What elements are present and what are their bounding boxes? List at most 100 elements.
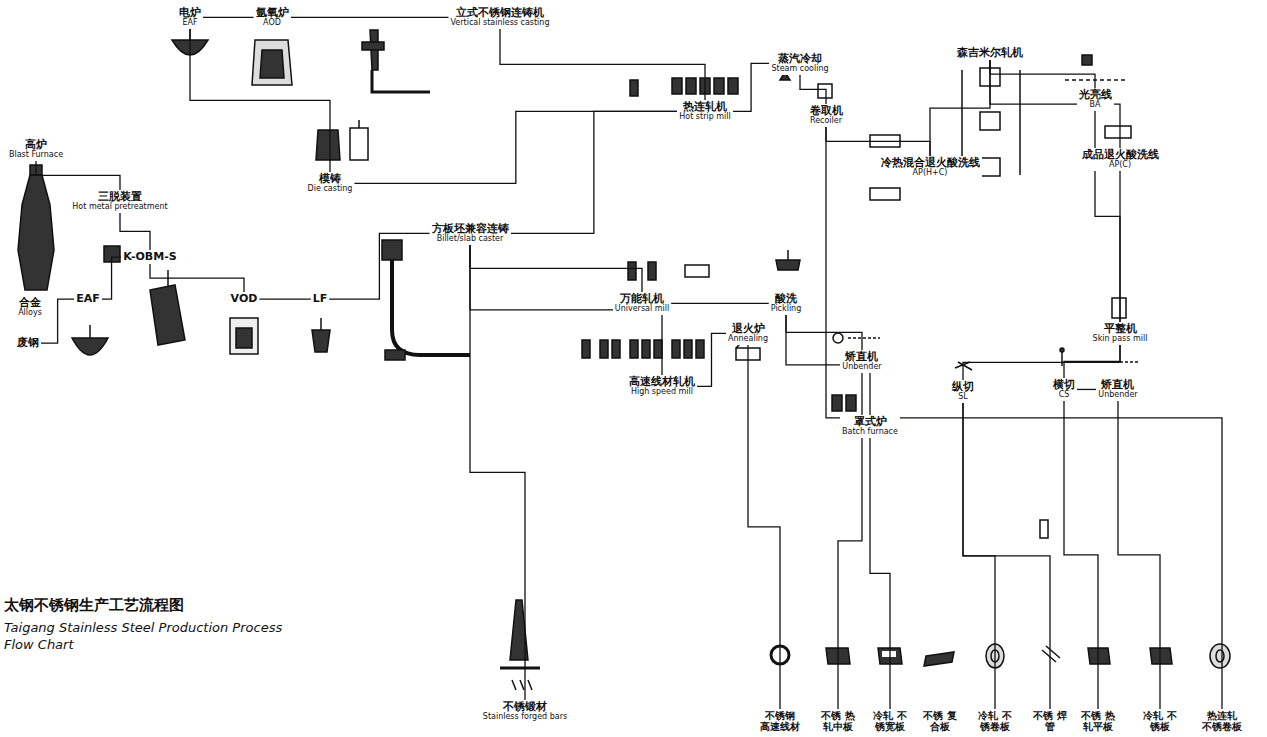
english-label: Batch furnace <box>842 428 898 437</box>
label-text: 高速线材轧机 <box>629 376 695 388</box>
english-label: Billet/slab caster <box>432 235 509 244</box>
english-label: Alloys <box>18 309 42 318</box>
process-line <box>150 264 244 292</box>
equipment-label: 横切CS <box>1051 378 1077 401</box>
label-text: 不锈 热轧平板 <box>1077 710 1120 732</box>
english-label: Hot metal pretreatment <box>72 203 167 212</box>
equipment-label: 冷热混合退火酸洗线AP(H+C) <box>879 156 982 179</box>
equipment-label: 氩氧炉AOD <box>254 6 291 29</box>
process-line <box>203 17 254 18</box>
english-label: Blast Furnace <box>9 151 63 160</box>
process-line <box>511 111 678 233</box>
equipment-label: 高炉Blast Furnace <box>7 138 65 161</box>
equipment-label: 热连轧机Hot strip mill <box>677 100 733 123</box>
process-line <box>291 17 449 18</box>
process-line <box>1118 401 1160 709</box>
process-line <box>102 257 122 299</box>
label-text: K-OBM-S <box>123 251 176 263</box>
process-line <box>671 303 769 304</box>
label-text: 森吉米尔轧机 <box>957 47 1023 59</box>
process-line <box>500 29 705 100</box>
product-label: 不锈 热轧中板 <box>815 709 862 733</box>
english-label: Unbender <box>842 363 881 372</box>
label-text: 蒸汽冷却 <box>771 53 828 65</box>
label-text: 酸洗 <box>771 293 802 305</box>
label-text: 成品退火酸洗线 <box>1082 149 1159 161</box>
equipment-label: 方板坯兼容连铸Billet/slab caster <box>430 222 511 245</box>
equipment-label: VOD <box>229 292 260 306</box>
process-line <box>963 345 1120 380</box>
process-line <box>826 127 930 156</box>
label-text: 冷热混合退火酸洗线 <box>881 157 980 169</box>
equipment-label: 卷取机Recoiler <box>808 104 845 127</box>
label-text: 罩式炉 <box>842 416 898 428</box>
label-text: 氩氧炉 <box>256 7 289 19</box>
process-line <box>748 345 780 709</box>
label-text: 万能轧机 <box>615 293 669 305</box>
english-label: CS <box>1053 391 1075 400</box>
process-line <box>259 298 310 299</box>
process-line <box>470 245 642 292</box>
process-line <box>1077 389 1096 390</box>
label-text: 退火炉 <box>728 323 768 335</box>
process-line <box>930 60 990 156</box>
label-text: 矫直机 <box>1098 379 1137 391</box>
equipment-label: 成品退火酸洗线AP(C) <box>1080 148 1161 171</box>
equipment-label: EAF <box>74 292 102 306</box>
equipment-label: 蒸汽冷却Steam cooling <box>769 52 830 75</box>
english-label: EAF <box>179 19 201 28</box>
english-label: High speed mill <box>629 388 695 397</box>
process-line <box>870 438 890 709</box>
process-line <box>329 233 429 299</box>
english-label: SL <box>952 393 974 402</box>
equipment-label: 光亮线BA <box>1077 88 1114 111</box>
process-line <box>1064 401 1098 709</box>
equipment-label: 模铸Die casting <box>306 172 355 195</box>
label-text: 电炉 <box>179 7 201 19</box>
label-text: 不锈 焊管 <box>1029 710 1072 732</box>
process-line <box>697 333 726 386</box>
product-label: 不锈 热轧平板 <box>1075 709 1122 733</box>
label-text: 高炉 <box>9 139 63 151</box>
process-line <box>1095 111 1120 322</box>
process-line <box>990 60 1095 88</box>
label-text: 不锈 热轧中板 <box>817 710 860 732</box>
label-text: 不锈 复合板 <box>919 710 962 732</box>
product-label: 冷轧 不锈卷板 <box>972 709 1019 733</box>
process-line <box>36 161 120 190</box>
product-label: 热连轧 不锈卷板 <box>1199 709 1246 733</box>
english-label: Annealing <box>728 335 768 344</box>
product-label: 不锈 焊管 <box>1027 709 1074 733</box>
label-text: 横切 <box>1053 379 1075 391</box>
equipment-label: 废钢 <box>15 336 41 350</box>
equipment-label: 纵切SL <box>950 380 976 403</box>
english-label: Universal mill <box>615 305 669 314</box>
label-text: 热连轧机 <box>679 101 731 113</box>
label-text: 模铸 <box>308 173 353 185</box>
equipment-label: K-OBM-S <box>121 250 178 264</box>
label-text: 冷轧 不锈宽板 <box>869 710 912 732</box>
label-text: 立式不锈钢连铸机 <box>451 7 550 19</box>
label-text: 平整机 <box>1093 323 1148 335</box>
label-text: 不锈锻材 <box>483 701 567 713</box>
english-label: Recoiler <box>810 117 843 126</box>
equipment-label: 三脱装置Hot metal pretreatment <box>70 190 169 213</box>
process-line <box>190 29 330 172</box>
equipment-label: 万能轧机Universal mill <box>613 292 671 315</box>
equipment-label: 酸洗Pickling <box>769 292 804 315</box>
label-text: 冷轧 不锈卷板 <box>974 710 1017 732</box>
product-label: 冷轧 不锈宽板 <box>867 709 914 733</box>
equipment-label: 高速线材轧机High speed mill <box>627 375 697 398</box>
equipment-label: 合金Alloys <box>16 296 44 319</box>
process-line <box>120 213 150 250</box>
english-label: AP(C) <box>1082 161 1159 170</box>
label-text: 三脱装置 <box>72 191 167 203</box>
equipment-label: 矫直机Unbender <box>1096 378 1139 401</box>
process-line <box>800 75 826 104</box>
english-label: AOD <box>256 19 289 28</box>
process-line <box>41 299 74 343</box>
process-line <box>786 315 862 350</box>
equipment-label: LF <box>311 292 330 306</box>
equipment-label: 退火炉Annealing <box>726 322 770 345</box>
process-line <box>733 63 770 111</box>
